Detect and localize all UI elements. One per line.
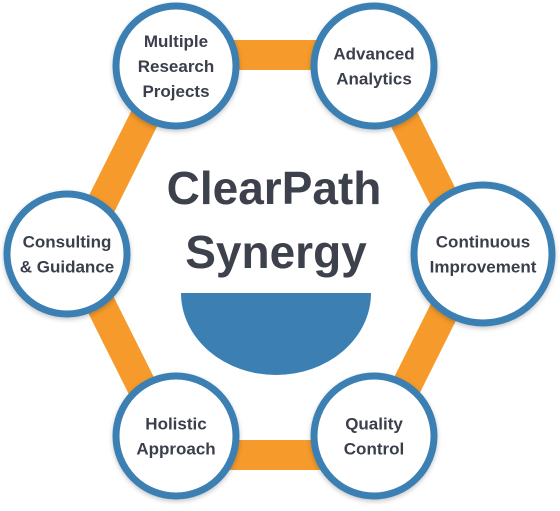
node-circle <box>410 181 556 327</box>
node-circle <box>310 372 438 500</box>
node-circle <box>3 190 131 318</box>
node-label-line: Projects <box>142 82 209 101</box>
node-label-line: Consulting <box>23 233 112 252</box>
node-label-line: Improvement <box>430 258 537 277</box>
node-label-line: Analytics <box>336 70 412 89</box>
node-label-line: Multiple <box>144 32 208 51</box>
node-label-line: Continuous <box>436 233 530 252</box>
bowl-shape <box>181 293 371 375</box>
center-title-line2: Synergy <box>185 226 367 278</box>
node-circle <box>112 372 240 500</box>
node-label-line: Quality <box>345 415 403 434</box>
node-circle <box>112 2 240 130</box>
center-title-line1: ClearPath <box>167 162 382 214</box>
node-label-line: & Guidance <box>20 258 114 277</box>
node-label-line: Control <box>344 440 404 459</box>
node-circle <box>310 2 438 130</box>
node-label-line: Holistic <box>145 415 206 434</box>
node-label-line: Approach <box>136 440 215 459</box>
node-label-line: Research <box>138 57 215 76</box>
node-consulting-guidance: Consulting & Guidance <box>3 190 131 318</box>
node-label-line: Advanced <box>333 45 414 64</box>
